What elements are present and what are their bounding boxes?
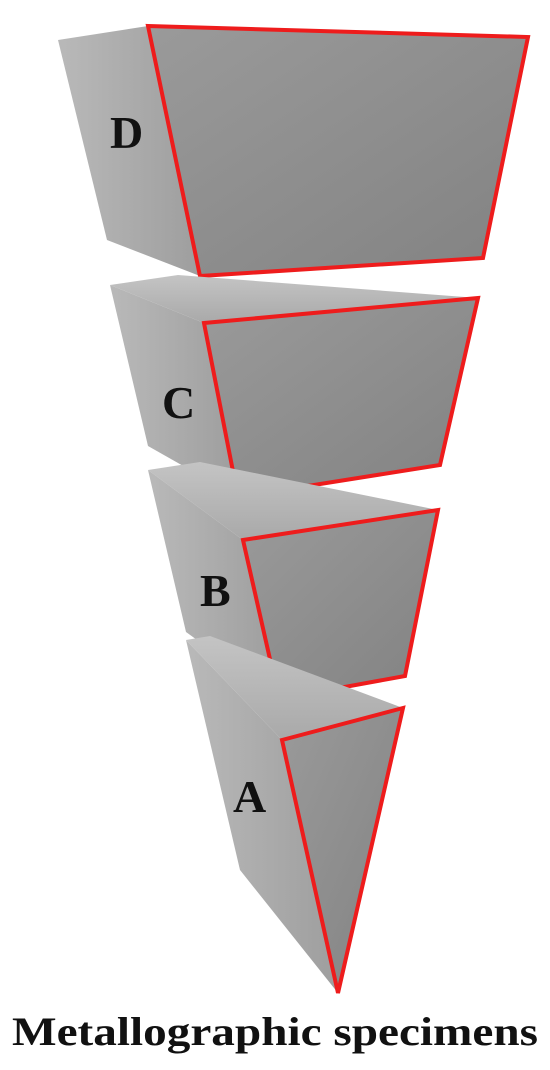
specimen-a: A [186, 636, 406, 994]
specimen-d-cut-outline [145, 23, 531, 279]
specimen-b-cut-outline [240, 507, 441, 702]
specimen-label-a: A [233, 771, 266, 822]
specimen-d: D [58, 23, 531, 279]
specimen-a-cut-outline [279, 705, 406, 994]
specimen-label-c: C [162, 377, 195, 428]
specimen-a-top-face [186, 636, 403, 740]
specimen-a-side-face [186, 640, 338, 993]
specimen-b-side-face [148, 470, 279, 699]
specimen-label-d: D [110, 107, 143, 158]
specimen-c-cut-outline [201, 295, 481, 500]
specimen-c: C [110, 275, 481, 500]
specimen-d-front-face [148, 26, 528, 276]
specimen-c-front-face [204, 298, 478, 497]
specimen-label-b: B [200, 565, 231, 616]
specimen-d-side-face [58, 26, 200, 276]
specimen-b-front-face [243, 510, 438, 699]
figure-caption: Metallographic specimens [12, 1009, 538, 1054]
specimen-a-front-face [282, 708, 403, 993]
specimen-b: B [148, 462, 441, 702]
specimen-c-top-face [110, 275, 478, 323]
